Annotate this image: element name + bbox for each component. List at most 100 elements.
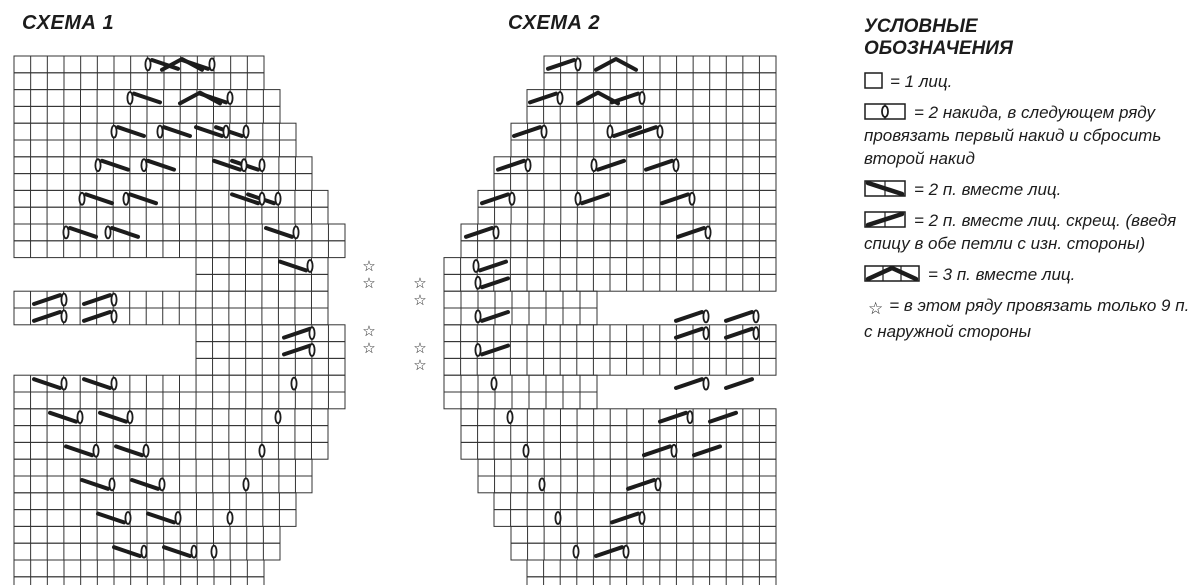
k2tog-crossed-mark <box>674 310 704 323</box>
k2tog-crossed-mark <box>596 158 626 172</box>
k2tog-crossed-mark <box>674 377 704 390</box>
k2tog-crossed-mark <box>610 91 640 105</box>
knit-three-together-icon <box>864 265 920 282</box>
yarn-over-mark <box>752 326 760 341</box>
yarn-over-mark <box>226 511 234 525</box>
yarn-over-mark <box>574 191 582 206</box>
scheme-1-grid-row <box>13 139 297 158</box>
yarn-over-mark <box>110 309 118 324</box>
k2tog-crossed-mark <box>480 192 510 206</box>
k2tog-crossed-mark <box>626 478 656 491</box>
scheme-2-grid-row <box>443 307 598 326</box>
k2tog-crossed-mark <box>82 310 112 323</box>
scheme-1-grid-row <box>13 559 265 578</box>
star-mark: ☆ <box>362 257 375 275</box>
yarn-over-mark <box>60 309 68 324</box>
yarn-over-mark <box>702 376 710 391</box>
yarn-over-mark <box>590 158 598 173</box>
scheme-2-grid-row <box>443 273 777 292</box>
yarn-over-mark <box>174 511 182 525</box>
yarn-over-mark <box>538 477 546 492</box>
scheme-2-grid-row <box>460 425 777 443</box>
scheme-2-grid-row <box>510 139 777 158</box>
k2tog-mark <box>116 125 146 138</box>
yarn-over-mark <box>258 158 266 173</box>
yarn-over-mark <box>702 326 710 341</box>
yarn-over-mark <box>572 544 580 559</box>
yarn-over-mark <box>522 443 530 458</box>
yarn-over-mark <box>76 410 84 425</box>
yarn-over-mark <box>210 544 218 559</box>
k2tog-mark <box>68 226 98 239</box>
star-mark: ☆ <box>362 339 375 357</box>
scheme-2-symbols <box>464 57 760 559</box>
scheme-1-grid-row <box>13 576 265 585</box>
k2tog-crossed-mark <box>512 125 542 138</box>
yarn-over-mark <box>110 124 118 139</box>
yarn-over-mark <box>474 275 482 290</box>
k2tog-crossed-mark <box>282 343 312 357</box>
k2tog-crossed-mark <box>724 326 754 340</box>
legend-item-double-yarn-over: = 2 накида, в следующем ряду провязать п… <box>864 103 1162 168</box>
scheme-1-grid-row <box>195 341 346 359</box>
scheme-1-grid-row <box>13 525 281 544</box>
legend: УСЛОВНЫЕ ОБОЗНАЧЕНИЯ = 1 лиц. = 2 накида… <box>864 16 1196 351</box>
yarn-over-mark <box>258 191 266 206</box>
yarn-over-mark <box>122 191 130 206</box>
scheme-1-grid-row <box>13 492 297 511</box>
k2tog-crossed-mark <box>658 410 688 424</box>
yarn-over-mark <box>124 511 132 525</box>
k2tog-crossed-mark <box>676 226 706 239</box>
yarn-over-mark <box>258 443 266 458</box>
k2tog-mark <box>150 58 180 71</box>
scheme-2-grid-row <box>443 357 777 376</box>
yarn-over-mark <box>104 225 112 240</box>
scheme-1-grid-row <box>13 441 329 460</box>
scheme-2-grid-row <box>543 72 777 91</box>
yarn-over-mark <box>672 158 680 173</box>
scheme-1-chart-grid <box>13 55 346 585</box>
star-mark: ☆ <box>413 291 426 309</box>
scheme-2-grid-row <box>477 206 777 225</box>
k2tog-mark <box>278 259 308 273</box>
knitting-charts: ☆☆☆☆☆☆☆☆ <box>13 55 777 585</box>
yarn-over-mark <box>126 410 134 425</box>
yarn-over-mark <box>290 376 298 391</box>
yarn-over-mark <box>60 292 68 307</box>
row-stars: ☆☆☆☆☆☆☆☆ <box>362 257 426 374</box>
yarn-over-mark <box>274 410 282 425</box>
yarn-over-mark <box>556 91 564 105</box>
yarn-over-mark <box>554 511 562 525</box>
k2tog-mark <box>80 478 110 491</box>
yarn-over-mark <box>110 376 118 391</box>
yarn-over-mark <box>158 477 166 492</box>
scheme-2-grid-row <box>493 509 777 527</box>
scheme-2-grid-row <box>526 89 777 107</box>
yarn-over-mark <box>688 191 696 206</box>
yarn-over-mark <box>704 225 712 240</box>
k2tog-mark <box>84 192 114 206</box>
scheme-2-grid-row <box>443 290 598 309</box>
scheme-2-grid-row <box>510 542 777 561</box>
double-yarn-over-icon <box>864 103 906 120</box>
k2tog-crossed-mark <box>580 192 610 206</box>
yarn-over-mark <box>472 259 480 273</box>
k2tog-crossed-mark <box>32 293 62 306</box>
scheme-1-grid-row <box>13 458 313 477</box>
yarn-over-mark <box>638 511 646 525</box>
yarn-over-mark <box>306 259 314 273</box>
k2tog-mark <box>32 377 62 390</box>
yarn-over-mark <box>156 124 164 139</box>
k2tog-crossed-mark <box>32 310 62 323</box>
k2tog-crossed-mark <box>644 158 674 172</box>
scheme-2-grid-row <box>460 441 777 460</box>
k2tog-crossed-mark <box>480 343 510 357</box>
star-icon: ☆ <box>868 299 884 318</box>
scheme-1-grid-row <box>13 55 265 74</box>
scheme-2-grid-row <box>477 458 777 477</box>
yarn-over-mark <box>524 158 532 173</box>
yarn-over-mark <box>606 124 614 139</box>
k2tog-mark <box>128 192 158 206</box>
k2tog-crossed-mark <box>724 310 754 323</box>
k2tog-crossed-mark <box>480 276 510 290</box>
